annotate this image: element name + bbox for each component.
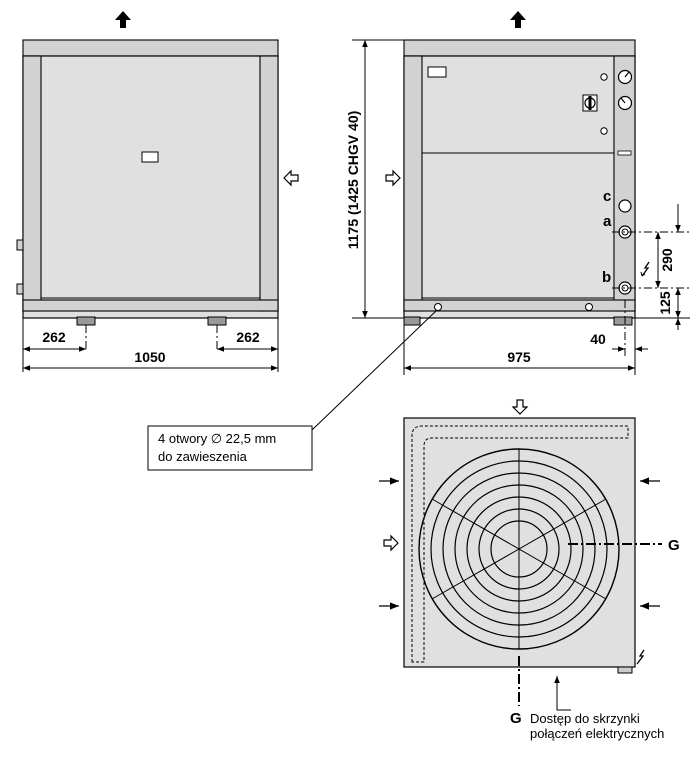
- front-connection-stub: [16, 283, 24, 295]
- lightning-icon: [641, 261, 650, 277]
- dim-front-left-foot: 262: [42, 329, 66, 345]
- g-note-line-2: połączeń elektrycznych: [530, 726, 664, 741]
- airflow-in-arrow-icon: [385, 169, 401, 187]
- side-top-band: [403, 39, 636, 57]
- dim-side-width: 975: [507, 349, 531, 365]
- gauge-icon: [617, 69, 633, 85]
- g-note-line-1: Dostęp do skrzynki: [530, 711, 640, 726]
- airflow-in-arrow-icon: [383, 534, 399, 552]
- hanging-hole: [585, 303, 593, 311]
- side-foot-left: [403, 316, 421, 326]
- front-foot-left: [76, 316, 96, 326]
- front-connection-stub: [16, 239, 24, 251]
- section-g-side: G: [668, 537, 680, 554]
- callout-box: [147, 425, 313, 471]
- connection-c: [618, 199, 632, 213]
- label-c: c: [603, 188, 611, 205]
- callout-line-1: 4 otwory ∅ 22,5 mm: [158, 431, 276, 446]
- lightning-icon: [636, 649, 645, 665]
- dim-conn-spacing: 290: [659, 248, 675, 272]
- side-label-plate: [427, 66, 447, 78]
- side-foot-right: [613, 316, 633, 326]
- dim-side-offset: 40: [590, 331, 606, 347]
- hanging-holes-callout: 4 otwory ∅ 22,5 mm do zawieszenia: [147, 310, 437, 471]
- front-left-post: [22, 55, 42, 312]
- dim-side-height: 1175 (1425 CHGV 40): [345, 111, 361, 250]
- side-service-column: [613, 55, 636, 312]
- front-top-band: [22, 39, 279, 57]
- fan-guard-icon: [418, 448, 620, 650]
- callout-line-2: do zawieszenia: [158, 449, 248, 464]
- front-body: [22, 55, 279, 319]
- label-a: a: [603, 213, 612, 230]
- dim-front-width: 1050: [134, 349, 165, 365]
- front-foot-right: [207, 316, 227, 326]
- top-view: G G Dostęp do skrzynki połączeń elektryc…: [379, 399, 680, 741]
- dim-conn-bottom: 125: [657, 291, 673, 315]
- front-right-post: [259, 55, 279, 312]
- main-switch-icon: [582, 94, 598, 112]
- airflow-out-arrow-icon: [510, 11, 526, 28]
- airflow-in-arrow-icon: [283, 169, 299, 187]
- section-g-bottom: G: [510, 710, 522, 727]
- front-view: 262 262 1050: [16, 11, 299, 372]
- front-label-plate: [141, 151, 159, 163]
- side-view: c a b 1175 (1425 CHGV 40) 975 40: [345, 11, 690, 375]
- label-b: b: [602, 269, 611, 286]
- side-bottom-rail: [403, 299, 636, 312]
- front-bottom-rail: [22, 299, 279, 312]
- gauge-icon: [617, 95, 633, 111]
- hanging-hole: [434, 303, 442, 311]
- side-body: [403, 55, 636, 319]
- airflow-in-arrow-icon: [511, 399, 529, 415]
- side-left-post: [403, 55, 423, 312]
- airflow-out-arrow-icon: [115, 11, 131, 28]
- dim-front-right-foot: 262: [236, 329, 260, 345]
